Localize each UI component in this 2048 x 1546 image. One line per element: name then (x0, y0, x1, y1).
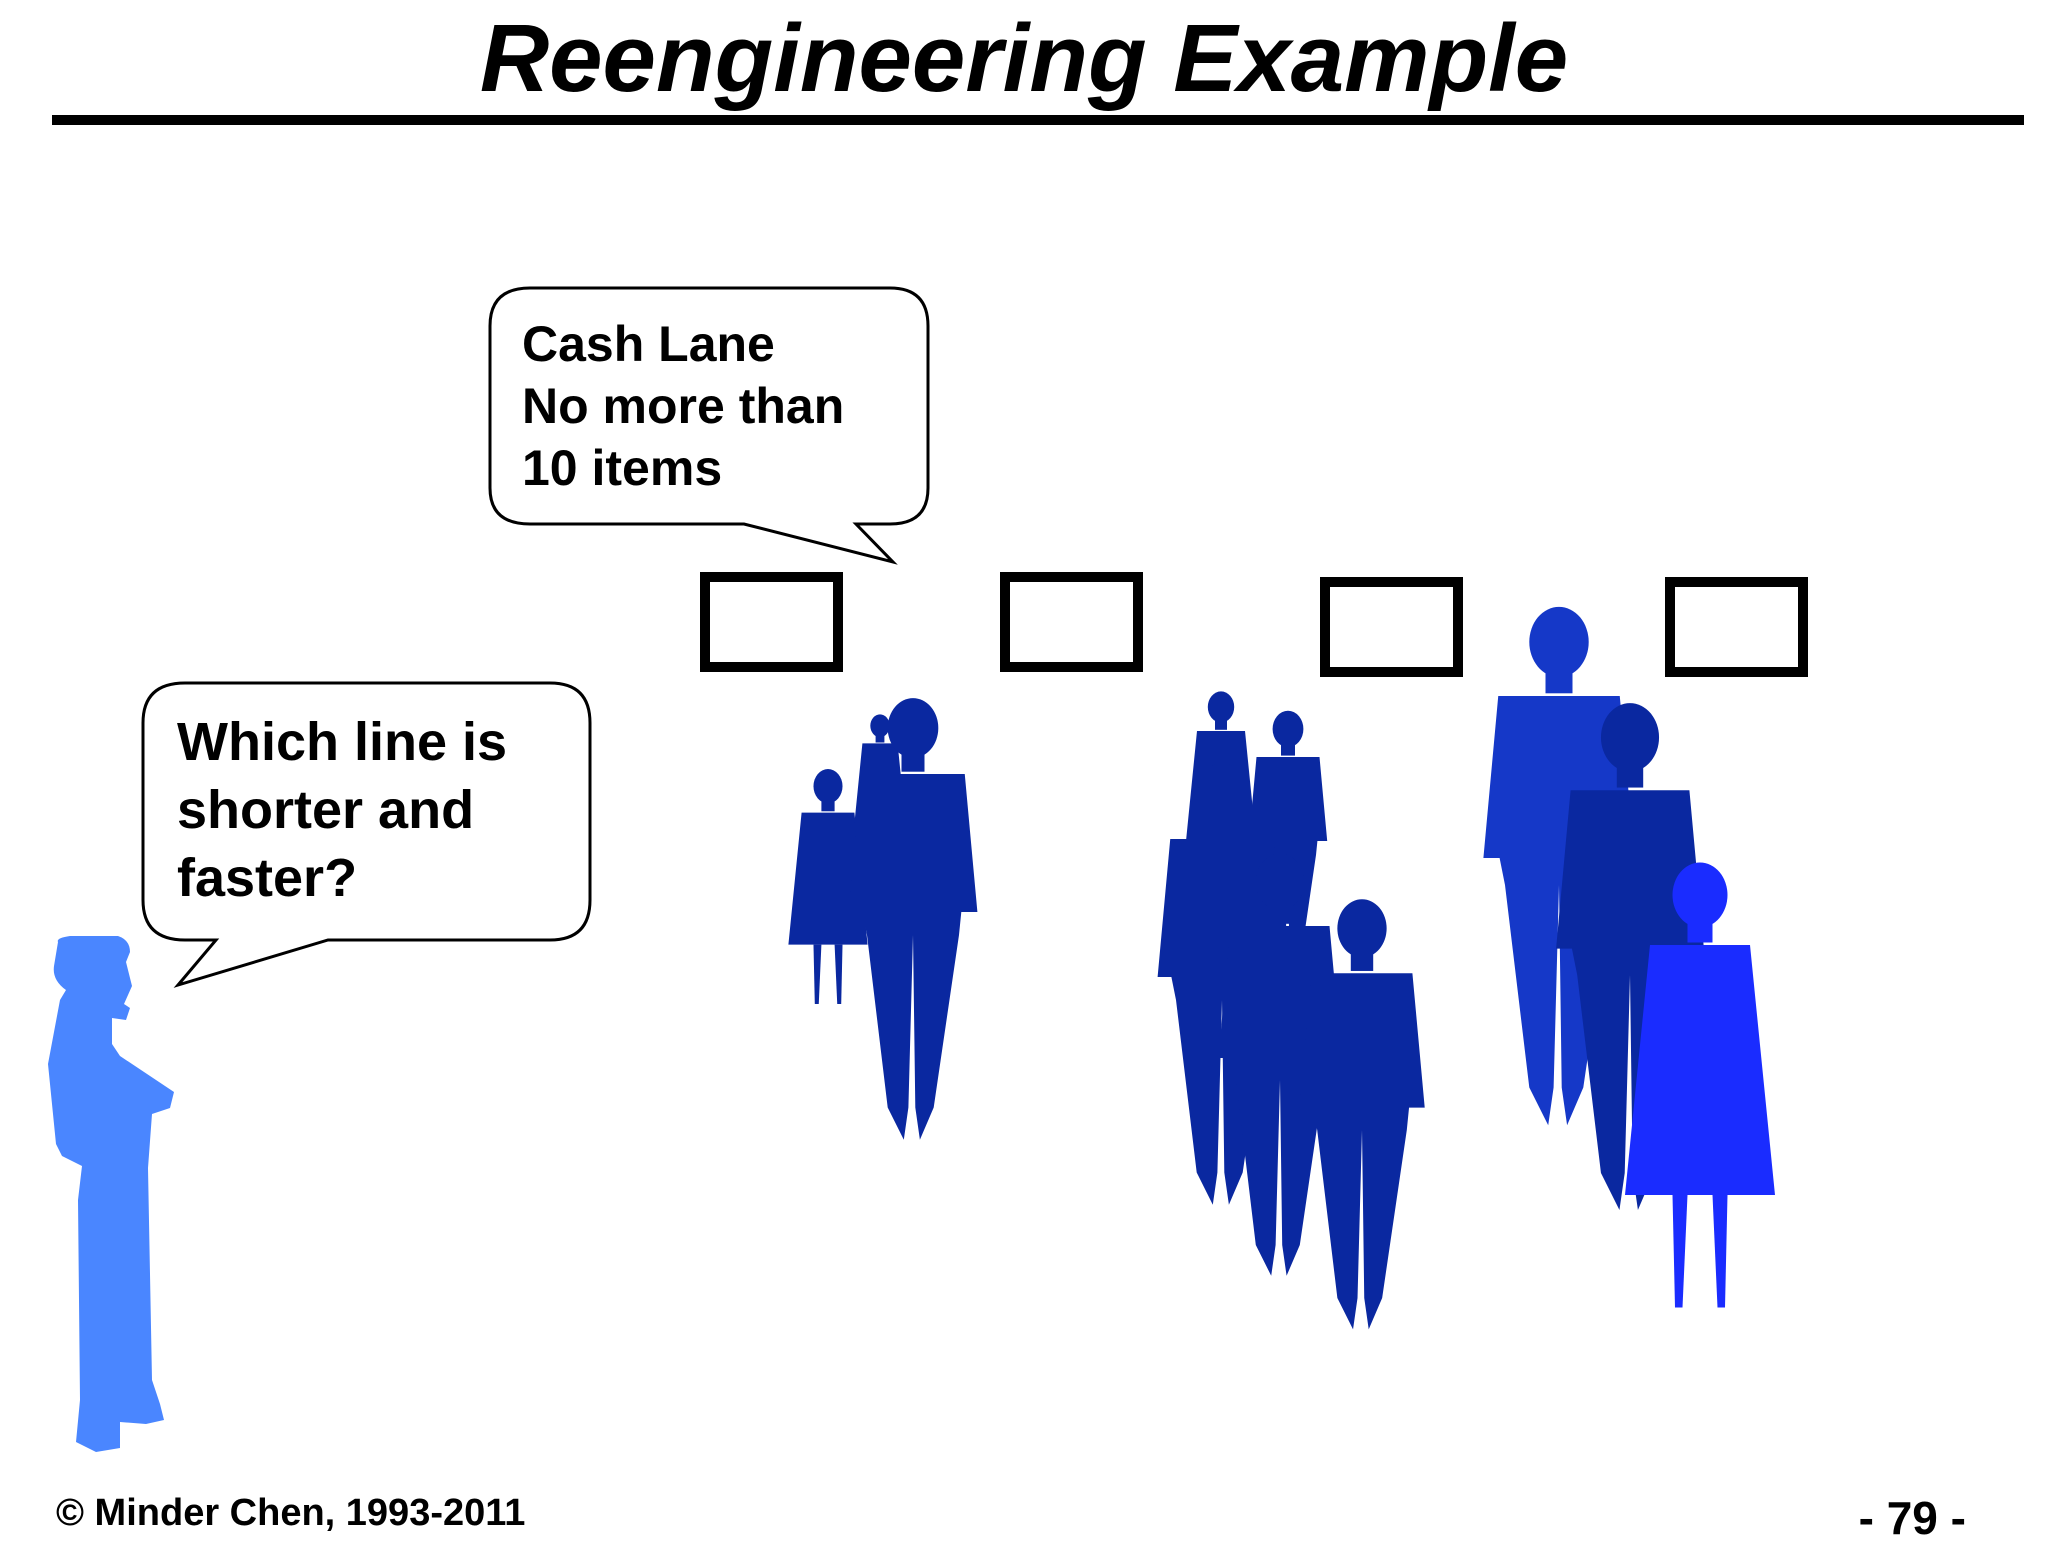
cash-lane-line: No more than (522, 378, 845, 434)
question-line: faster? (177, 848, 358, 908)
checkout-counter-icon (1320, 577, 1463, 677)
copyright-footer: © Minder Chen, 1993-2011 (56, 1492, 526, 1534)
page-number: - 79 - (1858, 1492, 1966, 1544)
cash-lane-line: Cash Lane (522, 316, 775, 372)
question-bubble (141, 681, 592, 988)
checkout-counter-icon (1000, 572, 1143, 672)
cash-lane-line: 10 items (522, 440, 723, 496)
slide-title: Reengineering Example (479, 5, 1569, 112)
title-underline (52, 115, 2024, 125)
checkout-counter-icon (700, 572, 843, 672)
question-bubble-text: Which line is shorter and faster? (177, 708, 507, 912)
question-line: shorter and (177, 780, 475, 840)
checkout-counter-icon (1665, 577, 1808, 677)
customer-person-icon (48, 936, 174, 1452)
question-line: Which line is (177, 712, 508, 772)
cash-lane-bubble (488, 286, 930, 565)
cash-lane-bubble-text: Cash Lane No more than 10 items (522, 313, 844, 499)
